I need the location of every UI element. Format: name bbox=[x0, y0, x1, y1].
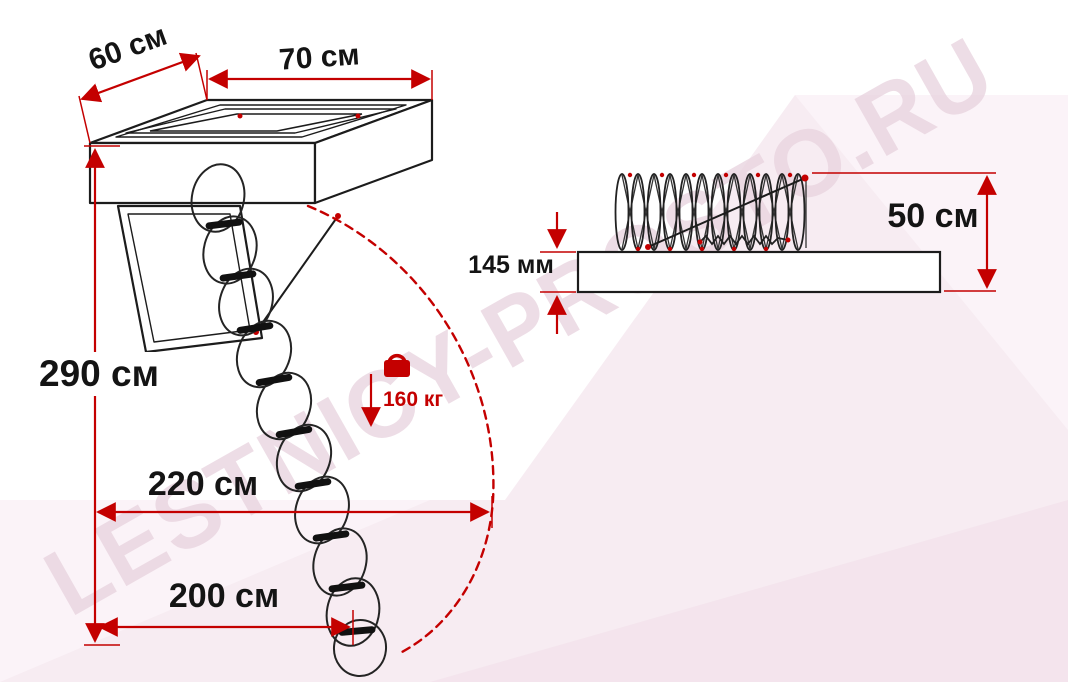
ladder-step bbox=[328, 581, 366, 593]
pivot-dot bbox=[801, 174, 809, 182]
ladder-ring bbox=[275, 423, 333, 493]
scissor-ladder bbox=[190, 163, 388, 677]
dim-145mm-label: 145 мм bbox=[468, 251, 554, 279]
hatch-box bbox=[88, 98, 434, 205]
dim-145mm: 145 мм bbox=[468, 212, 576, 334]
ladder-step bbox=[236, 322, 274, 334]
dim-70cm-label: 70 см bbox=[278, 38, 361, 77]
dim-200cm-label: 200 см bbox=[169, 577, 279, 615]
hatch-box-right-face bbox=[313, 98, 434, 205]
ladder-ring bbox=[255, 371, 313, 441]
pivot-dot bbox=[335, 213, 341, 219]
hatch-lid bbox=[149, 113, 363, 132]
ladder-ring bbox=[202, 215, 258, 285]
ladder-step bbox=[219, 270, 257, 282]
dim-220cm: 220 см bbox=[96, 465, 493, 528]
dim-50cm: 50 см bbox=[812, 172, 997, 292]
tension-spring bbox=[699, 234, 789, 246]
ladder-step bbox=[312, 530, 350, 542]
scissor-mechanism bbox=[614, 172, 809, 252]
load-capacity: 160 кг bbox=[361, 353, 443, 427]
ladder-step bbox=[205, 218, 243, 230]
pivot-dot bbox=[355, 113, 361, 119]
dim-290cm: 290 см bbox=[31, 145, 169, 646]
ladder-step bbox=[294, 478, 332, 490]
dim-290cm-label-bg bbox=[31, 352, 169, 396]
side-box bbox=[576, 250, 942, 294]
ladder-step bbox=[338, 626, 376, 636]
dim-220cm-label: 220 см bbox=[148, 465, 258, 503]
ladder-step bbox=[255, 373, 293, 387]
ladder-ring bbox=[218, 267, 274, 337]
hatch-opening-frame-inner bbox=[125, 108, 397, 134]
fold-arm bbox=[647, 177, 806, 248]
weight-icon bbox=[384, 353, 410, 377]
hatch-opening-frame bbox=[115, 104, 407, 138]
dim-70cm: 70 см bbox=[206, 38, 433, 100]
dim-290cm-label: 290 см bbox=[39, 353, 159, 394]
pivot-dot bbox=[785, 237, 791, 243]
load-label: 160 кг bbox=[383, 388, 443, 411]
pivot-dot bbox=[645, 244, 651, 250]
ladder-ring bbox=[325, 577, 381, 647]
dim-200cm: 200 см bbox=[98, 577, 354, 645]
background-facet-bottomright bbox=[430, 500, 1068, 682]
side-view: 145 мм 50 см bbox=[468, 172, 997, 334]
pivot-dot bbox=[237, 113, 243, 119]
ladder-ring bbox=[332, 619, 388, 677]
ladder-ring bbox=[235, 319, 293, 389]
pivot-dot bbox=[697, 239, 703, 245]
front-view: 60 см 70 см 290 см 220 см 200 см bbox=[31, 19, 495, 677]
ladder-step bbox=[275, 425, 313, 439]
swing-path bbox=[306, 204, 495, 654]
trapdoor-panel bbox=[116, 204, 264, 354]
dim-60cm-label: 60 см bbox=[84, 19, 171, 78]
dim-50cm-label: 50 см bbox=[887, 197, 978, 235]
